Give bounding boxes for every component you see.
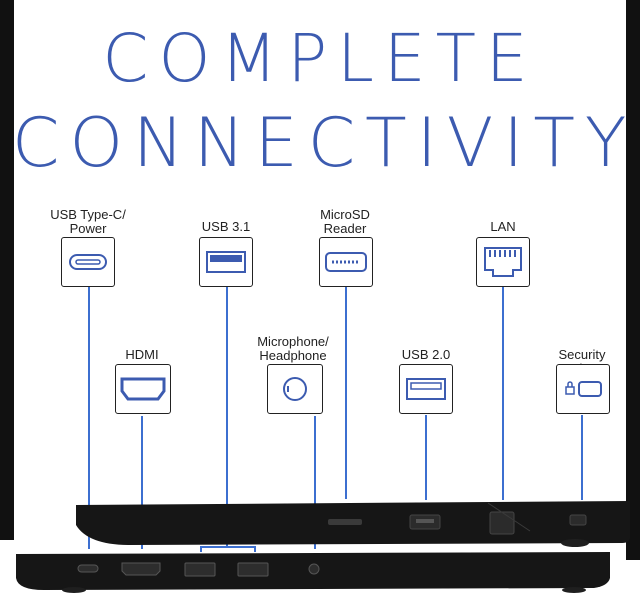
laptop-left-side-view — [14, 548, 614, 598]
laptop-lid-edge-left — [0, 0, 14, 540]
mic-connector-line — [314, 416, 316, 549]
lan-connector-line — [502, 287, 504, 500]
headline-line-2: CONNECTIVITY — [12, 104, 637, 183]
usb31-connector-line — [226, 287, 228, 547]
usb31-port-icon — [199, 237, 253, 287]
usbc-port-icon — [61, 237, 115, 287]
usb20-connector-line — [425, 415, 427, 500]
security-connector-line — [581, 415, 583, 500]
hdmi-port-icon — [115, 364, 171, 414]
microphone-headphone-jack-icon — [267, 364, 323, 414]
usb31-connector-bracket — [200, 546, 256, 548]
hdmi-label: HDMI — [125, 347, 159, 362]
microsd-port-icon — [319, 237, 373, 287]
usb20-label: USB 2.0 — [401, 347, 451, 362]
usbc-connector-line — [88, 287, 90, 549]
usbc-label: USB Type-C/ Power — [50, 207, 126, 236]
usb31-label: USB 3.1 — [201, 219, 251, 234]
headline-line-1: COMPLETE — [102, 20, 538, 97]
lan-label: LAN — [490, 219, 516, 234]
security-slot-icon — [556, 364, 610, 414]
usb31-bracket-left — [200, 546, 202, 552]
usb20-port-icon — [399, 364, 453, 414]
microsd-label: MicroSD Reader — [320, 207, 370, 236]
hdmi-connector-line — [141, 416, 143, 549]
usb31-bracket-right — [254, 546, 256, 552]
lan-port-icon — [476, 237, 530, 287]
laptop-lid-edge-right — [626, 0, 640, 560]
microsd-connector-line — [345, 287, 347, 499]
laptop-right-side-view — [70, 495, 640, 555]
mic-label: Microphone/ Headphone — [257, 334, 329, 363]
